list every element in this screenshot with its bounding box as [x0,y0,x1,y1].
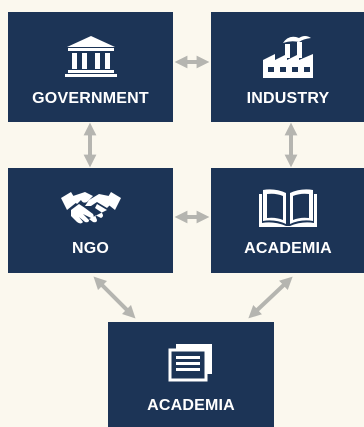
open-book-icon [211,186,364,228]
academia-box: ACADEMIA [211,168,364,273]
academia-label: ACADEMIA [244,240,332,257]
arrow-academia-academia-bottom [248,276,293,319]
arrow-ngo-academia-bottom [93,276,136,319]
academia-bottom-label: ACADEMIA [147,397,235,414]
government-building-icon [8,34,173,78]
government-label: GOVERNMENT [32,90,149,107]
industry-label: INDUSTRY [246,90,330,107]
handshake-icon [8,186,173,226]
factory-icon [211,34,364,80]
industry-box: INDUSTRY [211,12,364,122]
academia-bottom-box: ACADEMIA [108,322,274,427]
ngo-box: NGO [8,168,173,273]
government-box: GOVERNMENT [8,12,173,122]
documents-icon [108,342,274,382]
ngo-label: NGO [71,240,110,257]
